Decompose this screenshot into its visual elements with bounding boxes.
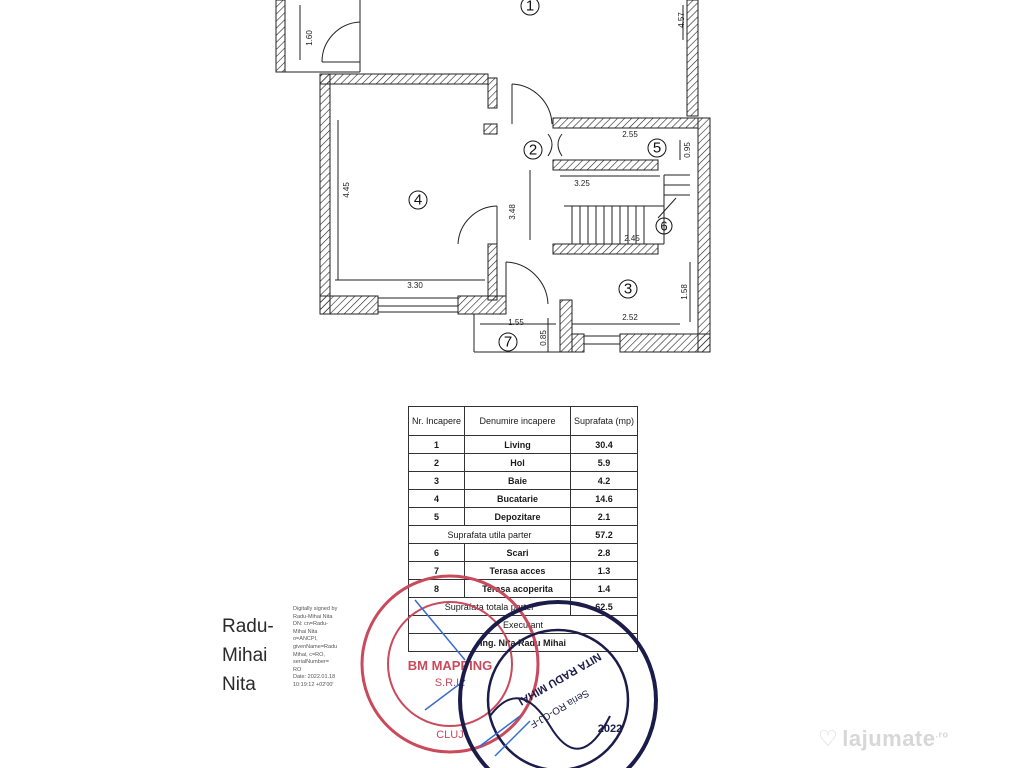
cell-nr: 1 <box>407 435 466 454</box>
cell-name: Bucatarie <box>464 489 571 508</box>
header-name: Denumire incapere <box>464 406 571 436</box>
signature-detail-line: Radu-Mihai Nita <box>293 613 333 620</box>
authorization-stamp: NITA RADU MIHAI Seria RO-CJ-F 2022 <box>458 600 658 768</box>
cell-name: Depozitare <box>464 507 571 526</box>
cell-nr: 5 <box>407 507 466 526</box>
subtotal-label: Suprafata utila parter <box>408 525 571 544</box>
walls <box>275 0 711 353</box>
dim-label: 2.45 <box>624 234 640 243</box>
signature-detail-line: Date: 2022.01.18 <box>293 674 336 681</box>
dimensions: 1.60 4.57 4.45 3.30 3.48 3.25 2.55 0.95 … <box>305 12 692 346</box>
room-number-3: 3 <box>624 281 632 298</box>
dim-label: 1.58 <box>680 284 689 300</box>
cell-area: 30.4 <box>569 435 639 454</box>
signer-name-line: Radu- <box>222 616 274 637</box>
room-number-7: 7 <box>504 334 512 351</box>
subtotal-area: 57.2 <box>569 525 639 544</box>
room-number-4: 4 <box>414 192 422 209</box>
header-nr: Nr. Incapere <box>407 406 466 436</box>
cell-area: 1.4 <box>569 579 639 598</box>
watermark: ♡lajumate.ro <box>818 726 949 752</box>
dim-label: 1.60 <box>305 30 314 46</box>
cell-name: Scari <box>464 543 571 562</box>
dim-label: 2.52 <box>622 313 638 322</box>
room-number-1: 1 <box>526 0 534 15</box>
room-number-6: 6 <box>660 219 667 234</box>
signature-detail-line: Digitally signed by <box>293 606 338 612</box>
dim-label: 3.48 <box>508 204 517 220</box>
cell-name: Baie <box>464 471 571 490</box>
watermark-suffix: .ro <box>935 729 949 740</box>
signature-detail-line: 10:19:12 +02'00' <box>293 681 334 688</box>
room-area-table: Nr. Incapere Denumire incapere Suprafata… <box>407 406 639 652</box>
signature-detail-line: RO <box>293 666 302 673</box>
cell-nr: 4 <box>407 489 466 508</box>
cell-nr: 2 <box>407 453 466 472</box>
cell-area: 14.6 <box>569 489 639 508</box>
signature-detail-line: Mihai, c=RO, <box>293 651 325 658</box>
signature-details: Digitally signed by Radu-Mihai Nita DN: … <box>293 606 375 690</box>
table-header-row: Nr. Incapere Denumire incapere Suprafata… <box>407 406 639 436</box>
room-number-2: 2 <box>529 142 537 159</box>
dim-label: 0.85 <box>539 330 548 346</box>
watermark-text: lajumate <box>842 726 936 751</box>
dim-label: 0.95 <box>683 142 692 158</box>
signature-detail-line: serialNumber= <box>293 659 329 666</box>
cell-name: Living <box>464 435 571 454</box>
cell-area: 4.2 <box>569 471 639 490</box>
signature-detail-line: o=ANCPI, <box>293 636 318 643</box>
svg-text:NITA RADU MIHAI: NITA RADU MIHAI <box>516 650 603 707</box>
room-number-5: 5 <box>653 140 661 157</box>
heart-icon: ♡ <box>818 726 839 751</box>
signer-name-line: Mihai <box>222 645 268 666</box>
executant-name-row: Ing. Nita Radu Mihai <box>408 633 638 652</box>
svg-text:CLUJ: CLUJ <box>436 729 464 741</box>
cell-name: Hol <box>464 453 571 472</box>
company-stamp: BM MAPPING S.R.L. CLUJ <box>360 574 540 754</box>
signature-detail-line: DN: cn=Radu- <box>293 621 329 628</box>
dim-label: 3.25 <box>574 179 590 188</box>
signer-name: Radu- Mihai Nita <box>222 612 294 699</box>
signature-detail-line: givenName=Radu <box>293 643 338 650</box>
room-numbers: 1 2 3 4 5 6 7 <box>408 0 673 352</box>
cell-area: 2.8 <box>569 543 639 562</box>
cell-area: 5.9 <box>569 453 639 472</box>
cell-area: 2.1 <box>569 507 639 526</box>
dim-label: 1.55 <box>508 318 524 327</box>
dim-label: 3.30 <box>407 281 423 290</box>
executant-name: Ing. Nita Radu Mihai <box>408 633 638 652</box>
dim-label: 4.45 <box>342 182 351 198</box>
svg-text:BM MAPPING: BM MAPPING <box>408 658 493 673</box>
cell-area: 1.3 <box>569 561 639 580</box>
cell-nr: 6 <box>407 543 466 562</box>
plan-lines <box>276 0 691 353</box>
header-area: Suprafata (mp) <box>569 406 639 436</box>
svg-text:2022: 2022 <box>598 723 622 735</box>
dim-label: 2.55 <box>622 130 638 139</box>
signer-name-line: Nita <box>222 674 256 695</box>
dim-label: 4.57 <box>677 12 686 28</box>
cell-nr: 3 <box>407 471 466 490</box>
signature-detail-line: Mihai Nita <box>293 628 318 635</box>
floor-plan: 1 2 3 4 5 6 7 1.60 4.57 4.45 3.30 3.48 3… <box>275 0 711 353</box>
